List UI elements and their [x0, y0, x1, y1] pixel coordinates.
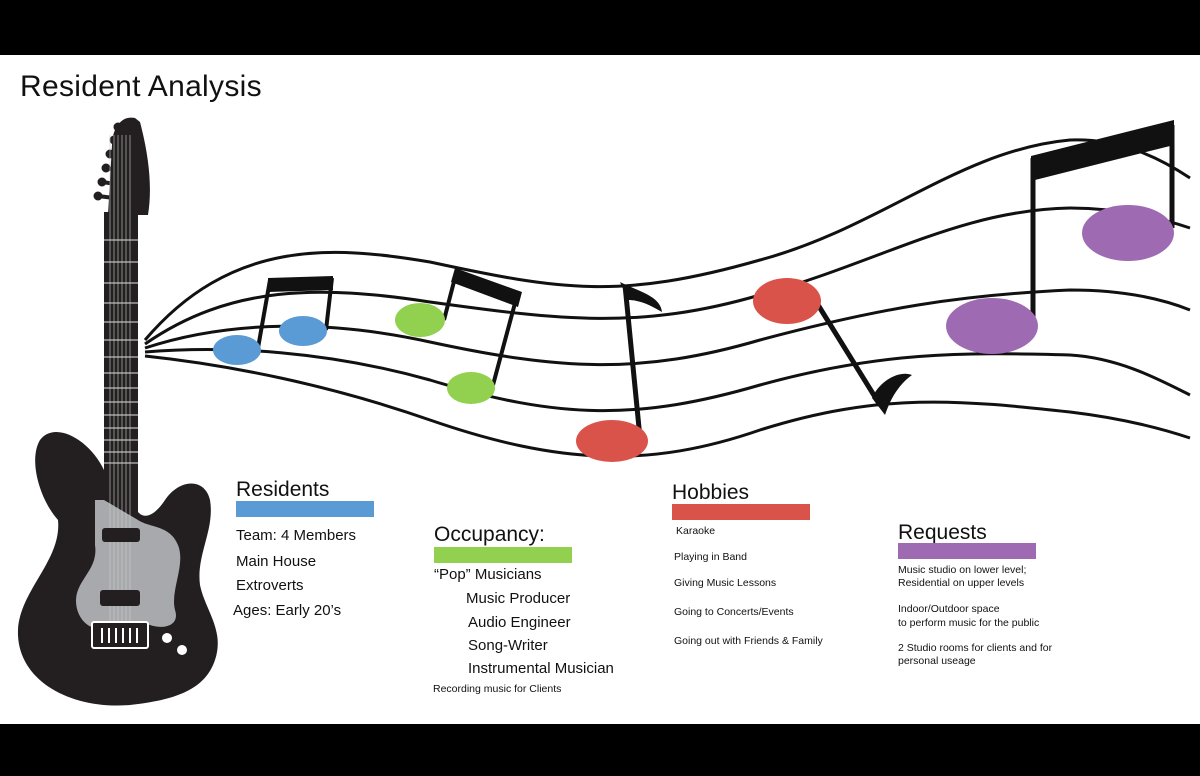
requests-item: 2 Studio rooms for clients and for — [898, 642, 1053, 654]
occupancy-item: “Pop” Musicians — [434, 566, 542, 583]
music-note-icon — [447, 372, 495, 404]
requests-heading: Requests — [898, 521, 987, 544]
occupancy-color-bar — [434, 547, 572, 563]
hobbies-item: Going to Concerts/Events — [674, 606, 794, 618]
page-title: Resident Analysis — [20, 70, 262, 103]
music-note-icon — [395, 303, 445, 337]
music-note-icon — [279, 316, 327, 346]
occupancy-item: Instrumental Musician — [468, 660, 614, 677]
requests-item: Residential on upper levels — [898, 577, 1025, 589]
staff-line-1 — [143, 138, 1191, 341]
residents-item: Extroverts — [236, 577, 304, 594]
requests-item: Indoor/Outdoor space — [898, 603, 1000, 615]
music-note-icon — [213, 335, 261, 365]
requests-color-bar — [898, 543, 1036, 559]
music-note-icon — [1082, 205, 1174, 261]
occupancy-item: Audio Engineer — [468, 614, 571, 631]
note-heads — [213, 205, 1174, 462]
occupancy-item: Song-Writer — [468, 637, 548, 654]
electric-guitar-icon — [17, 117, 218, 706]
staff-line-4 — [144, 347, 1191, 413]
requests-item: to perform music for the public — [898, 617, 1040, 629]
staff-line-2 — [144, 206, 1191, 346]
occupancy-item: Music Producer — [466, 590, 571, 607]
residents-item: Ages: Early 20’s — [233, 602, 342, 619]
occupancy-item: Recording music for Clients — [433, 683, 562, 695]
hobbies-color-bar — [672, 504, 810, 520]
requests-item: personal useage — [898, 655, 976, 667]
residents-item: Team: 4 Members — [236, 527, 357, 544]
residents-heading: Residents — [236, 478, 330, 501]
music-note-icon — [753, 278, 821, 324]
residents-color-bar — [236, 501, 374, 517]
hobbies-item: Giving Music Lessons — [674, 577, 777, 589]
music-staff — [143, 138, 1191, 458]
requests-item: Music studio on lower level; — [898, 564, 1027, 576]
bottom-letterbox-bar — [0, 724, 1200, 776]
note-stems — [256, 120, 1175, 439]
hobbies-item: Going out with Friends & Family — [674, 635, 823, 647]
music-note-icon — [946, 298, 1038, 354]
occupancy-heading: Occupancy: — [434, 523, 545, 546]
staff-line-5 — [144, 354, 1191, 458]
hobbies-heading: Hobbies — [672, 481, 750, 504]
residents-item: Main House — [236, 553, 317, 570]
hobbies-item: Playing in Band — [674, 551, 747, 563]
top-letterbox-bar — [0, 0, 1200, 55]
music-note-icon — [576, 420, 648, 462]
hobbies-item: Karaoke — [676, 525, 716, 537]
